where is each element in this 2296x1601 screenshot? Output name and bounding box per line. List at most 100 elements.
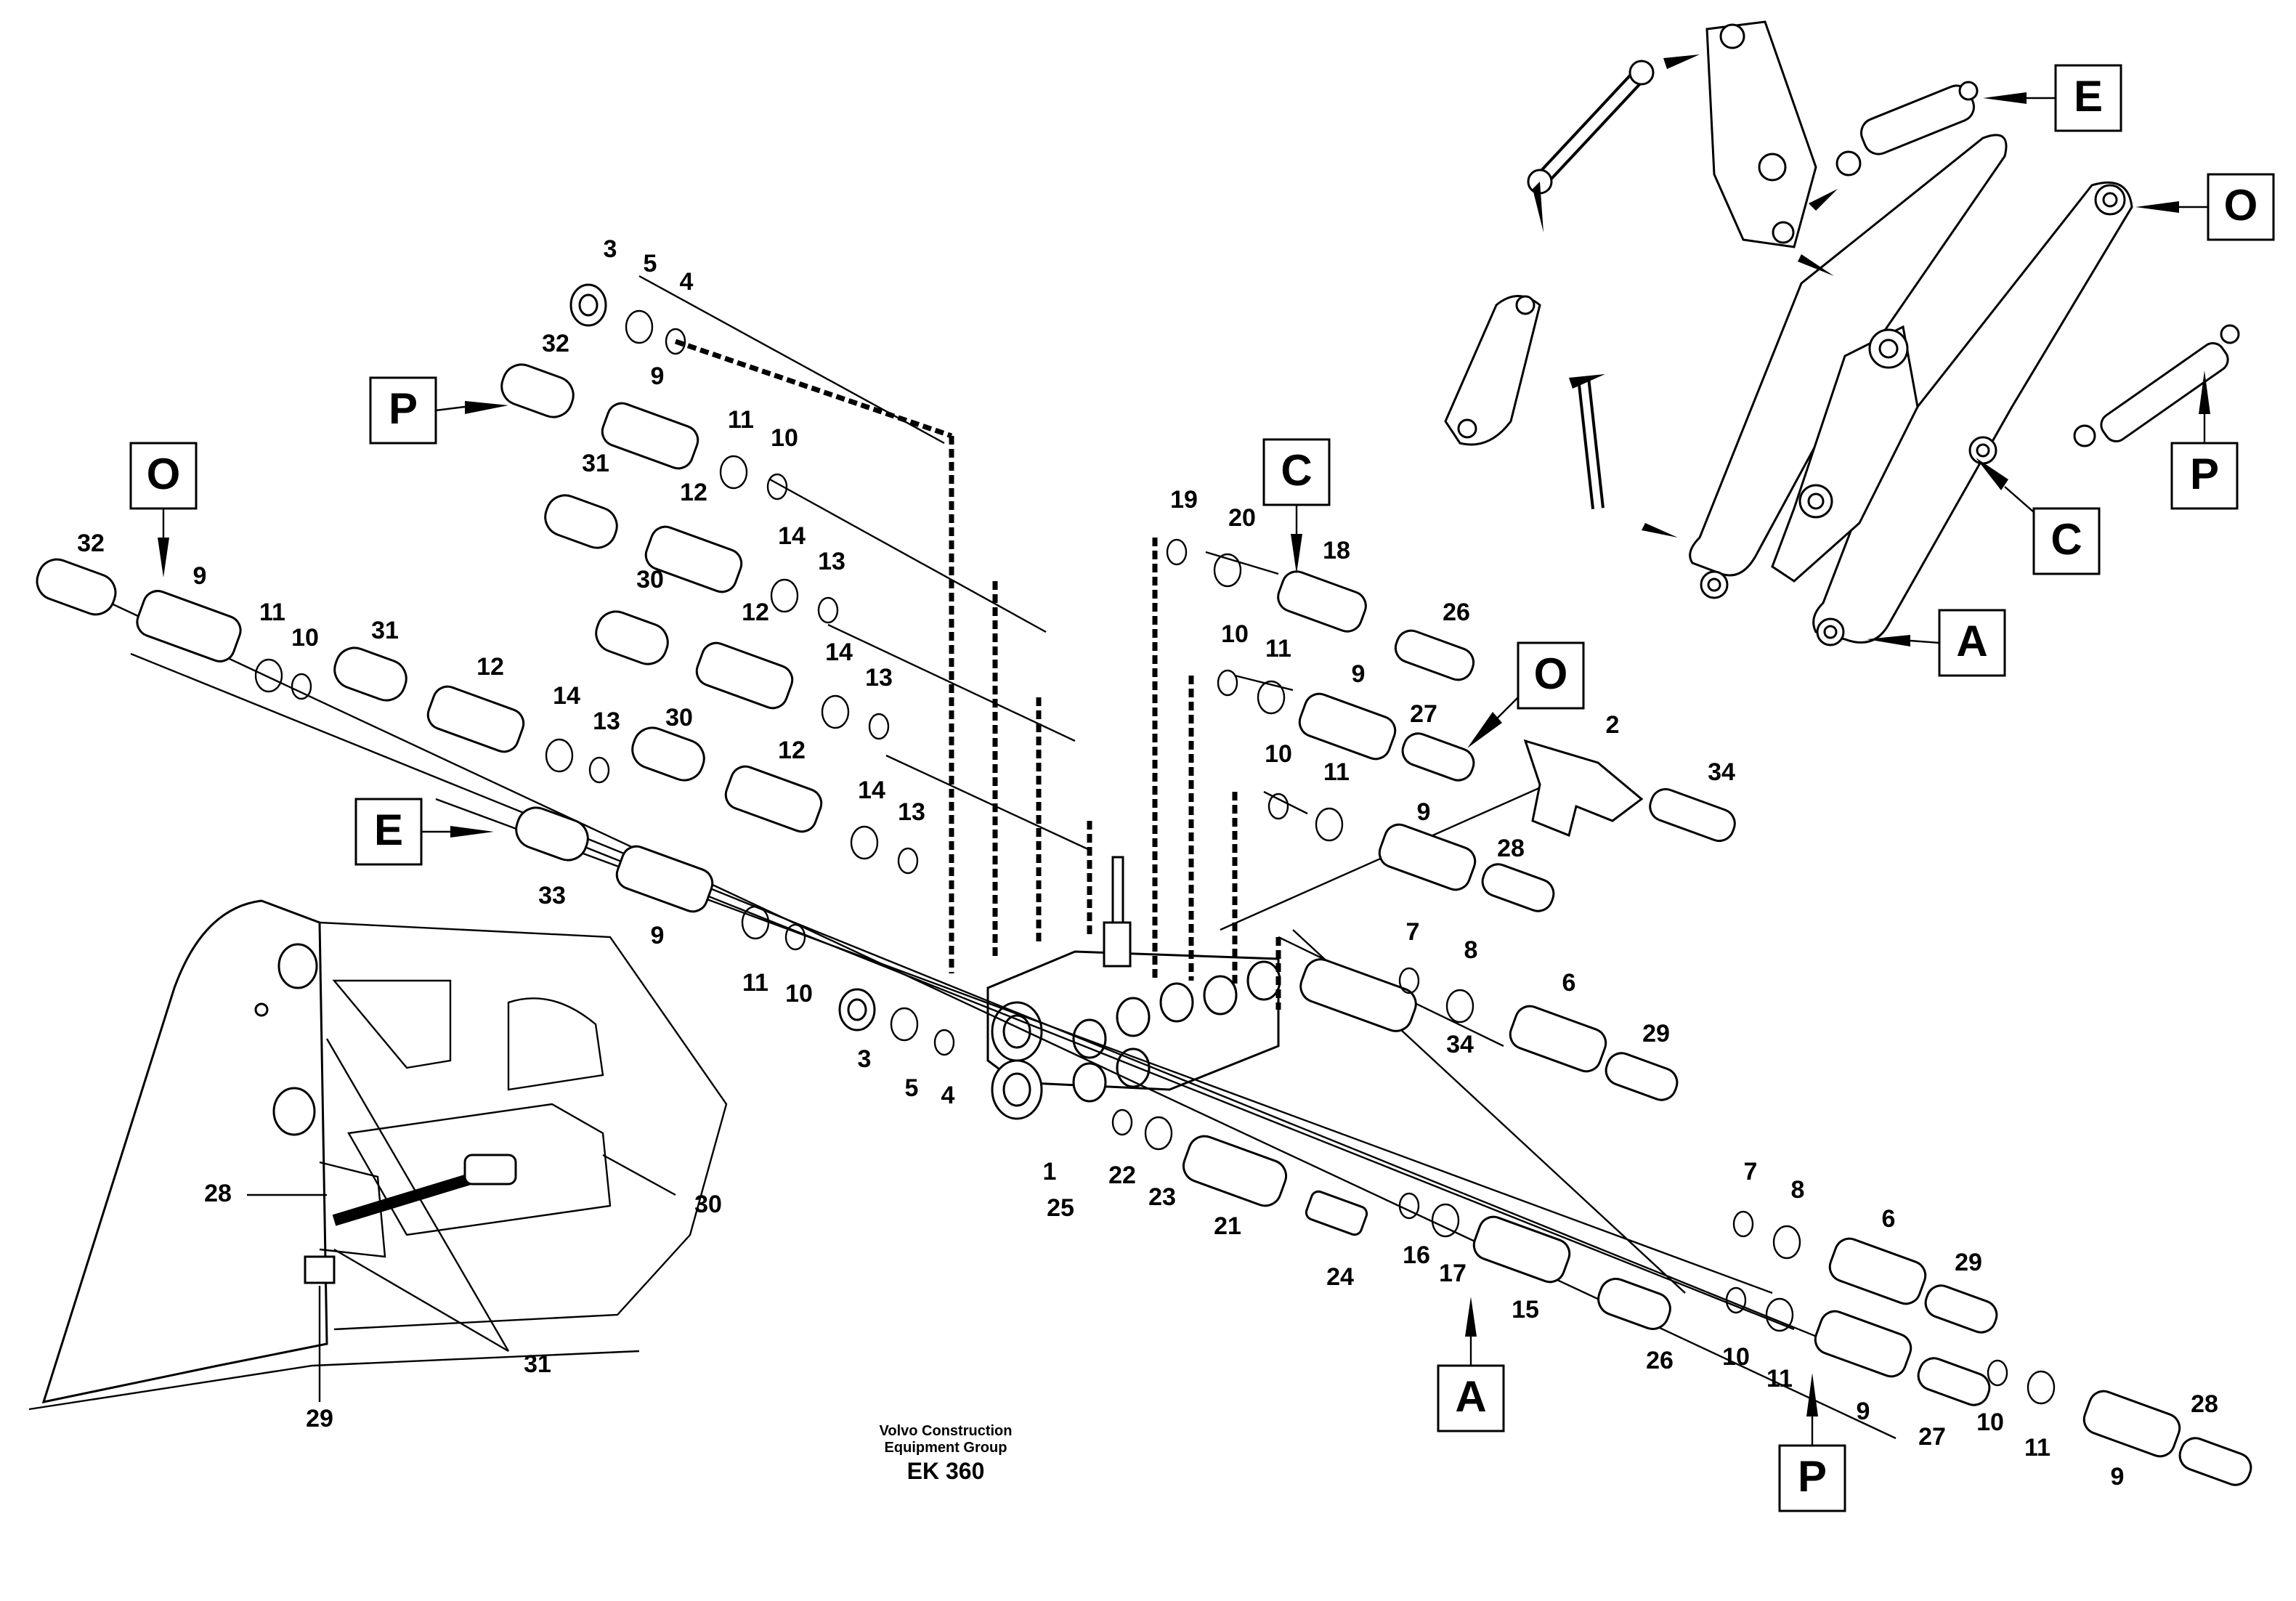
footer-credit: Volvo Construction Equipment Group EK 36… (880, 1423, 1013, 1484)
part-label: 4 (941, 1082, 955, 1109)
part-label: 14 (778, 522, 806, 550)
svg-text:P: P (389, 384, 418, 433)
callout-e-1: E (1983, 64, 2122, 132)
part-label: 8 (1791, 1176, 1805, 1204)
part-label: 34 (1708, 758, 1735, 786)
part-label: 20 (1228, 504, 1256, 532)
part-label: 8 (1464, 936, 1478, 964)
part-label: 29 (1642, 1020, 1670, 1047)
part-label: 28 (2191, 1390, 2218, 1418)
part-label: 10 (771, 424, 798, 452)
part-label: 31 (524, 1350, 551, 1378)
part-label: 17 (1439, 1260, 1467, 1287)
part-label: 22 (1108, 1162, 1136, 1189)
svg-text:E: E (2074, 72, 2103, 121)
part-label: 14 (858, 777, 885, 804)
part-label: 27 (1918, 1423, 1946, 1451)
part-label: 30 (636, 566, 664, 593)
part-label: 14 (553, 682, 580, 710)
part-label: 11 (2024, 1434, 2050, 1462)
part-label: 6 (1562, 969, 1576, 997)
part-label: 12 (742, 599, 769, 626)
valve-block (986, 856, 1281, 1120)
svg-text:A: A (1956, 617, 1987, 665)
svg-text:P: P (2190, 450, 2219, 498)
svg-text:O: O (2224, 181, 2258, 230)
callout-p-3: P (1778, 1373, 1846, 1512)
part-label: 30 (694, 1191, 722, 1218)
part-label: 10 (785, 980, 813, 1008)
part-label: 28 (1497, 835, 1525, 862)
part-label: 9 (2111, 1463, 2125, 1491)
part-label: 34 (1446, 1031, 1474, 1058)
part-label: 32 (77, 530, 105, 557)
callout-p-1: P (369, 376, 508, 445)
part-label: 10 (1976, 1409, 2004, 1436)
svg-text:E: E (374, 806, 403, 854)
part-label: 7 (1744, 1158, 1758, 1185)
part-label: 12 (680, 479, 707, 506)
part-label: 32 (542, 330, 569, 357)
callout-e-2: E (354, 798, 494, 866)
part-label: 12 (778, 737, 806, 764)
part-label: 14 (825, 639, 853, 666)
part-label: 21 (1214, 1212, 1241, 1240)
part-label: 16 (1403, 1241, 1430, 1269)
part-label: 19 (1170, 486, 1198, 514)
part-label: 3 (604, 235, 617, 263)
part-label: 2 (1606, 711, 1620, 739)
part-label: 11 (1265, 635, 1291, 662)
callout-p-2: P (2170, 370, 2239, 510)
part-label: 9 (651, 362, 665, 390)
machine-frame-detail (28, 899, 728, 1411)
part-label: 28 (204, 1180, 232, 1207)
drawing-code: EK 360 (907, 1458, 985, 1484)
part-label: 29 (306, 1405, 333, 1432)
part-label: 11 (1766, 1365, 1793, 1393)
callout-o-2: O (2135, 173, 2275, 241)
callout-c-2: C (1976, 458, 2101, 575)
svg-text:P: P (1798, 1452, 1827, 1501)
svg-text:C: C (1281, 446, 1312, 495)
part-label: 25 (1047, 1194, 1074, 1222)
fittings (36, 283, 2252, 1486)
part-label: 31 (582, 450, 609, 477)
part-label: 30 (665, 704, 693, 731)
part-label: 13 (818, 548, 845, 575)
part-label: 10 (1722, 1343, 1750, 1371)
part-label: 26 (1443, 599, 1470, 626)
part-label: 11 (259, 599, 285, 626)
part-label: 4 (680, 268, 694, 296)
callout-c-1: C (1262, 438, 1331, 574)
callout-boxes: P O E C O (129, 64, 2275, 1512)
callout-o-1: O (129, 442, 198, 577)
callout-o-3: O (1467, 641, 1585, 748)
part-label: 12 (476, 653, 504, 681)
part-label: 7 (1406, 918, 1420, 946)
part-label: 11 (1323, 758, 1350, 786)
part-label: 18 (1323, 537, 1350, 564)
part-label: 27 (1410, 700, 1437, 728)
part-label: 23 (1148, 1183, 1176, 1211)
part-label: 10 (1265, 740, 1292, 768)
part-label: 9 (193, 562, 207, 590)
part-label: 3 (858, 1045, 872, 1073)
part-label: 15 (1512, 1296, 1539, 1324)
svg-text:O: O (147, 450, 181, 498)
svg-text:O: O (1534, 649, 1568, 698)
callout-a-1: A (1867, 609, 2006, 677)
part-label: 13 (898, 798, 925, 826)
part-number-labels: 3 5 4 32 9 11 10 31 12 14 13 30 12 14 13… (77, 235, 2218, 1491)
part-label: 9 (1857, 1398, 1870, 1425)
lift-arm-assembly (1444, 20, 2240, 647)
part-label: 11 (728, 406, 754, 434)
svg-text:C: C (2050, 515, 2082, 564)
part-label: 9 (651, 922, 665, 949)
svg-text:A: A (1455, 1372, 1486, 1421)
part-label: 10 (1221, 620, 1249, 648)
part-label: 10 (291, 624, 319, 652)
part-label: 1 (1043, 1158, 1057, 1185)
company-line-1: Volvo Construction (880, 1423, 1013, 1439)
part-label: 33 (538, 882, 566, 909)
part-label: 11 (742, 969, 768, 997)
